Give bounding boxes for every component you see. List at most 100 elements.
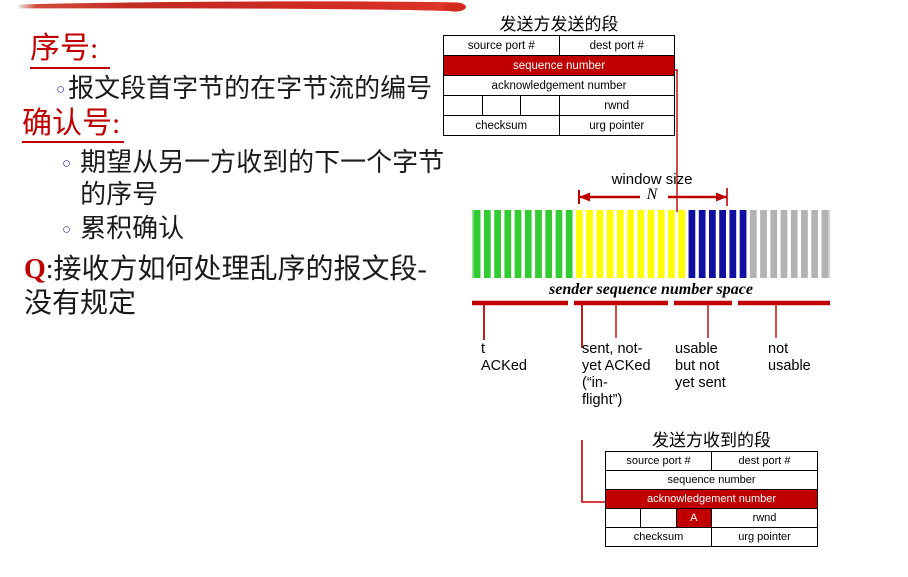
segment-field-blank	[520, 95, 560, 116]
segment-field-rwnd: rwnd	[710, 508, 819, 528]
seq-bar-in-flight	[678, 210, 686, 278]
seq-bar-acked	[555, 210, 563, 278]
ack-connector-line	[581, 440, 608, 503]
received-segment-diagram: 发送方收到的段 source port #dest port #sequence…	[604, 426, 819, 547]
bullet-circle-icon: ○	[56, 80, 66, 98]
segment-field-checksum: checksum	[443, 115, 560, 136]
heading-ack-number: 确认号:	[22, 107, 125, 144]
segment-field-sequence-number: sequence number	[605, 470, 818, 490]
segment-row: acknowledgement number	[443, 75, 675, 96]
seq-bar-usable	[719, 210, 726, 278]
seq-bar-acked	[473, 210, 481, 278]
segment-field-a: A	[675, 508, 712, 528]
segment-field-blank	[481, 95, 521, 116]
segment-field-dest-port: dest port #	[558, 35, 675, 56]
seq-bar-usable	[729, 210, 737, 278]
seq-bar-usable	[709, 210, 716, 278]
sequence-space-caption: sender sequence number space	[549, 281, 753, 298]
seq-bar-in-flight	[657, 210, 665, 278]
legend-label-in-flight: sent, not- yet ACKed (“in- flight”)	[582, 341, 651, 409]
bullet-circle-icon: ○	[62, 155, 72, 173]
segment-row: sequence number	[605, 470, 818, 490]
seq-bar-in-flight	[647, 210, 655, 278]
seq-bar-not-usable	[801, 210, 808, 278]
segment-field-sequence-number: sequence number	[443, 55, 675, 76]
seq-bar-in-flight	[586, 210, 593, 278]
segment-field-source-port: source port #	[605, 451, 712, 471]
legend-label-usable: usable but not yet sent	[675, 341, 726, 392]
received-segment-title: 发送方收到的段	[652, 431, 771, 450]
bullet-item-seq-desc: ○ 报文段首字节的在字节流的编号	[56, 73, 448, 107]
seq-bar-acked	[535, 210, 542, 278]
seq-bar-in-flight	[576, 210, 583, 278]
legend-bracket-lines	[472, 300, 830, 348]
segment-row: acknowledgement number	[605, 489, 818, 509]
seq-bar-acked	[483, 210, 491, 278]
window-size-arrow	[578, 188, 728, 206]
segment-field-blank	[443, 95, 483, 116]
segment-field-blank	[604, 508, 642, 528]
seq-bar-edge-right	[826, 210, 830, 278]
seq-bar-acked	[514, 210, 522, 278]
segment-row: sequence number	[443, 55, 675, 76]
seq-bar-edge-left	[472, 210, 476, 278]
left-content-column: 序号: ○ 报文段首字节的在字节流的编号 确认号: ○ 期望从另一方收到的下一个…	[12, 32, 448, 321]
seq-bar-usable	[698, 210, 706, 278]
seq-bar-not-usable	[790, 210, 798, 278]
heading-sequence-number: 序号:	[30, 32, 111, 69]
seq-bar-not-usable	[821, 210, 829, 278]
bullet-item-ack-desc: ○ 期望从另一方收到的下一个字节的序号	[62, 147, 448, 210]
seq-bar-acked	[565, 210, 573, 278]
segment-field-urg-pointer: urg pointer	[558, 115, 675, 136]
seq-bar-usable	[688, 210, 696, 278]
seq-bar-not-usable	[760, 210, 767, 278]
seq-bar-in-flight	[668, 210, 675, 278]
seq-bar-not-usable	[770, 210, 778, 278]
sent-segment-title: 发送方发送的段	[499, 15, 619, 34]
question-text: :接收方如何处理乱序的报文段-没有规定	[24, 253, 427, 319]
bullet-item-cumulative-ack: ○ 累积确认	[62, 213, 448, 247]
seq-bar-acked	[524, 210, 532, 278]
segment-field-checksum: checksum	[605, 527, 712, 547]
legend-label-acked: t ACKed	[481, 341, 527, 375]
segment-field-blank	[640, 508, 677, 528]
segment-field-urg-pointer: urg pointer	[710, 527, 819, 547]
question-line: Q:接收方如何处理乱序的报文段-没有规定	[24, 253, 448, 321]
seq-bar-in-flight	[606, 210, 614, 278]
segment-row: source port #dest port #	[443, 35, 675, 56]
segment-row: rwnd	[443, 95, 675, 116]
sent-segment-diagram: 发送方发送的段 source port #dest port #sequence…	[443, 10, 675, 136]
seq-bar-in-flight	[596, 210, 604, 278]
seq-bar-in-flight	[637, 210, 645, 278]
bullet-text-cumulative-ack: 累积确认	[80, 213, 185, 243]
legend-label-not-usable: not usable	[768, 341, 811, 375]
seq-bar-acked	[545, 210, 553, 278]
seq-bar-in-flight	[616, 210, 624, 278]
question-marker: Q	[24, 253, 46, 285]
bullet-text-seq-desc: 报文段首字节的在字节流的编号	[68, 73, 433, 103]
segment-field-acknowledgement-number: acknowledgement number	[443, 75, 675, 96]
red-swoosh-decoration	[18, 1, 466, 12]
seq-bar-acked	[504, 210, 512, 278]
window-size-label: window size	[611, 171, 693, 188]
seq-bar-not-usable	[811, 210, 819, 278]
bullet-circle-icon: ○	[62, 220, 72, 238]
segment-field-dest-port: dest port #	[710, 451, 819, 471]
sender-sequence-space-bar	[472, 210, 830, 278]
seq-bar-usable	[739, 210, 747, 278]
sequence-number-connector-line	[655, 69, 678, 212]
segment-field-acknowledgement-number: acknowledgement number	[605, 489, 818, 509]
segment-field-source-port: source port #	[443, 35, 560, 56]
window-size-symbol: N	[646, 186, 658, 203]
seq-bar-acked	[494, 210, 501, 278]
seq-bar-not-usable	[749, 210, 757, 278]
bullet-text-ack-desc: 期望从另一方收到的下一个字节的序号	[80, 148, 445, 209]
